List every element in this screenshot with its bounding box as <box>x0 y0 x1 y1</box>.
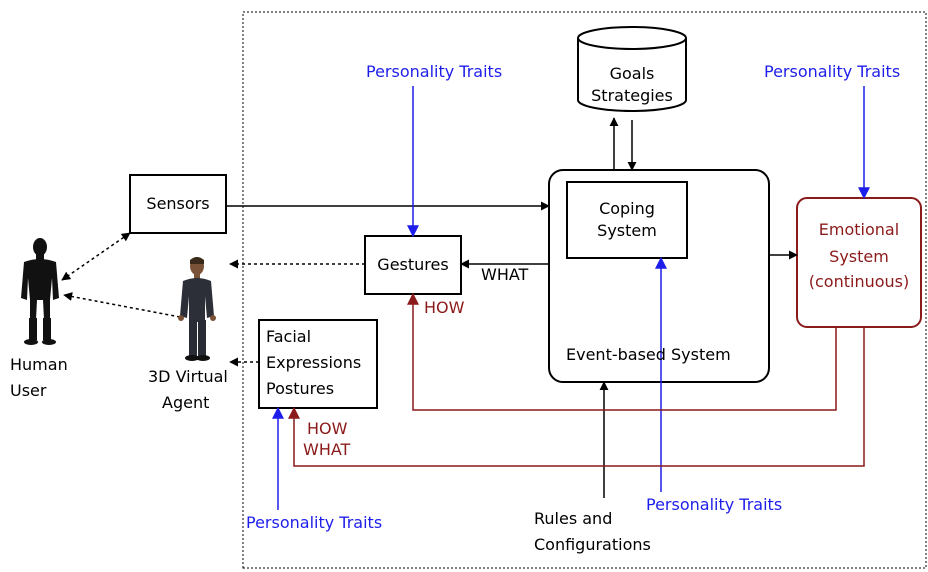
postures-label: Postures <box>266 379 335 398</box>
system-label: System <box>597 221 657 240</box>
user-label: User <box>10 381 47 400</box>
how-label-gestures: HOW <box>424 298 465 317</box>
how-label-facial: HOW <box>307 419 348 438</box>
sensors-box <box>129 174 227 234</box>
facial-label: Facial <box>266 327 312 346</box>
gestures-label: Gestures <box>377 255 449 274</box>
emotional-label: Emotional <box>818 220 900 239</box>
strategies-label: Strategies <box>591 86 673 105</box>
human-label: Human <box>10 355 68 374</box>
coping-system-box <box>566 181 688 259</box>
expressions-label: Expressions <box>266 353 362 372</box>
arrow-emotional-to-facial <box>288 327 865 467</box>
arrow-agent-to-human <box>63 292 181 318</box>
personality-traits-label-coping: Personality Traits <box>646 495 783 514</box>
emotional-continuous-label: (continuous) <box>808 272 910 291</box>
coping-label: Coping <box>599 199 655 218</box>
arrow-human-sensors <box>61 232 131 281</box>
facial-expressions-box <box>258 319 378 409</box>
goals-label: Goals <box>609 64 655 83</box>
configurations-label: Configurations <box>534 535 651 554</box>
agent-label: Agent <box>162 393 210 412</box>
event-based-system-label: Event-based System <box>566 345 731 364</box>
3d-virtual-label: 3D Virtual <box>148 367 228 386</box>
gestures-box <box>364 235 462 295</box>
what-label-facial: WHAT <box>303 440 351 459</box>
emotional-system-label: System <box>829 247 889 266</box>
virtual-agent-figure-icon <box>178 257 216 361</box>
personality-traits-label-gestures: Personality Traits <box>366 62 503 81</box>
rules-label: Rules and <box>534 509 613 528</box>
what-label-gestures: WHAT <box>481 265 529 284</box>
database-cylinder-icon <box>577 26 687 112</box>
arrow-emotional-to-gestures <box>407 292 837 411</box>
sensors-label: Sensors <box>146 194 210 213</box>
person-silhouette-icon <box>21 238 59 345</box>
personality-traits-label-emotional: Personality Traits <box>764 62 901 81</box>
personality-traits-label-facial: Personality Traits <box>246 513 383 532</box>
